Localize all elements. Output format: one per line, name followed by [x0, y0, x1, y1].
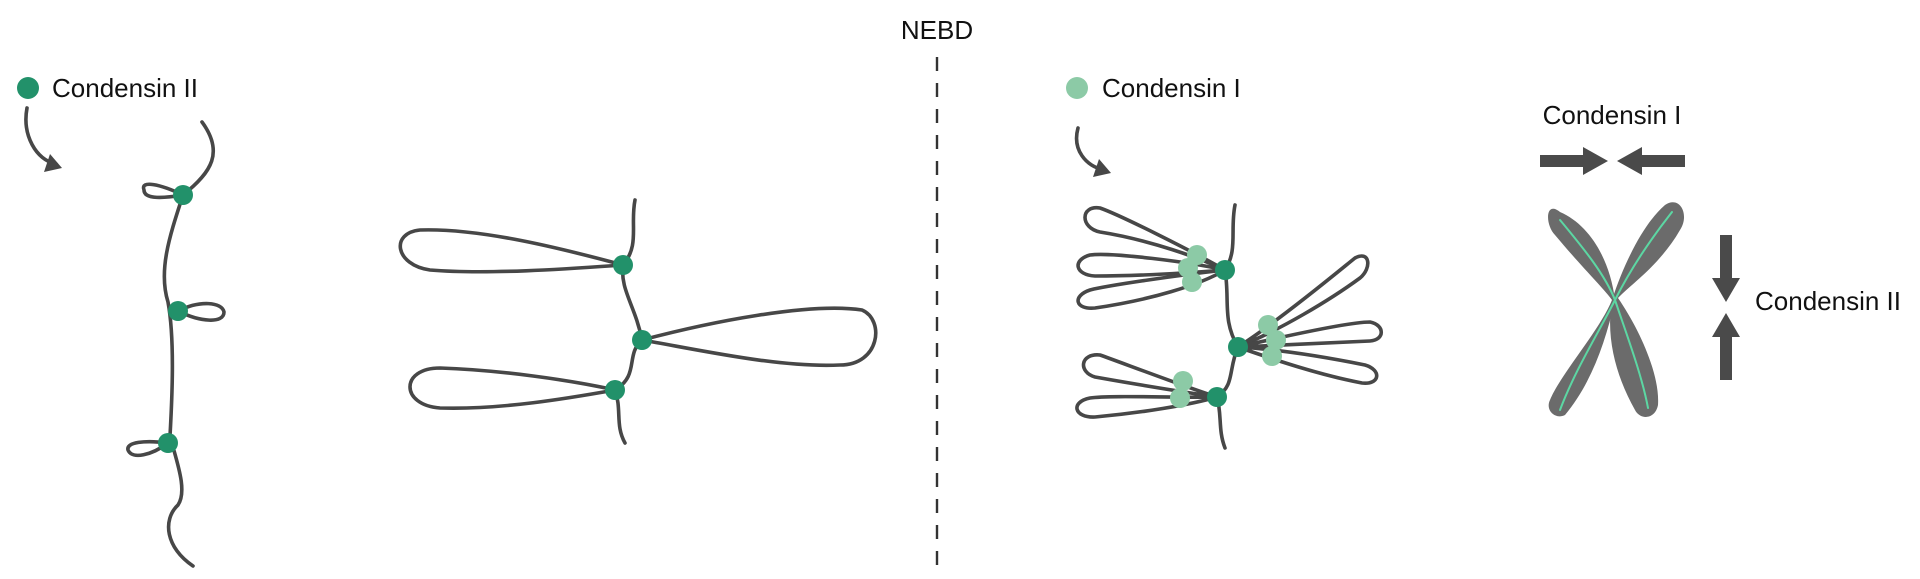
- condensin2-dot: [1215, 260, 1235, 280]
- chromatin-loop: [176, 301, 226, 322]
- chromatid: [1548, 208, 1615, 417]
- chromatid: [1610, 202, 1685, 417]
- arrow-left-icon: [1617, 147, 1642, 175]
- chromatin-loop: [1236, 345, 1379, 385]
- chromatin-fiber: [613, 198, 644, 445]
- condensin2-dot: [168, 301, 188, 321]
- stage2-chromatin: [398, 198, 878, 445]
- arrow-shaft: [1540, 155, 1585, 167]
- chromatin-loop: [1081, 353, 1219, 399]
- chromatin-fiber: [1215, 203, 1240, 450]
- condensin2-legend-dot: [17, 77, 39, 99]
- condensin2-dot: [173, 185, 193, 205]
- condensin1-dot: [1173, 371, 1193, 391]
- legend-condensin2: Condensin II: [17, 73, 198, 103]
- condensin1-dot: [1182, 272, 1202, 292]
- legend-condensin1: Condensin I: [1066, 73, 1241, 103]
- chromatin-loop: [126, 439, 170, 458]
- arrow-right-icon: [1583, 147, 1608, 175]
- curved-arrow-head-icon: [1093, 159, 1111, 177]
- chromatid-axis: [1559, 211, 1673, 411]
- chromatin-loop: [640, 306, 878, 368]
- chromatin-loop: [1236, 254, 1370, 349]
- condensin2-dot: [1207, 387, 1227, 407]
- condensin2-dot: [613, 255, 633, 275]
- chromatin-loop: [1075, 394, 1219, 419]
- force-condensin1-label: Condensin I: [1543, 100, 1682, 130]
- horizontal-compression-arrows: [1540, 147, 1685, 175]
- arrow-shaft: [1720, 335, 1732, 380]
- vertical-compression-arrows: [1712, 235, 1740, 380]
- chromatin-loop: [141, 182, 185, 200]
- condensin1-dot: [1262, 346, 1282, 366]
- legend-condensin1-label: Condensin I: [1102, 73, 1241, 103]
- condensin1-legend-dot: [1066, 77, 1088, 99]
- condensin2-dot: [1228, 337, 1248, 357]
- curved-arrow-icon: [24, 106, 58, 166]
- condensin1-dot: [1170, 388, 1190, 408]
- stage3-chromatin: [1075, 203, 1384, 450]
- arrow-shaft: [1640, 155, 1685, 167]
- chromatin-loop: [398, 228, 625, 274]
- chromatin-loop: [1076, 252, 1227, 278]
- force-condensin2-label: Condensin II: [1755, 286, 1901, 316]
- chromatin-loop: [1236, 320, 1384, 349]
- chromatin-loop: [408, 366, 617, 411]
- stage1-chromatin: [126, 120, 226, 568]
- condensin2-dot: [158, 433, 178, 453]
- nebd-label: NEBD: [901, 15, 973, 45]
- arrow-shaft: [1720, 235, 1732, 280]
- arrow-up-icon: [1712, 313, 1740, 337]
- mitotic-chromosome: [1548, 202, 1685, 417]
- arrow-down-icon: [1712, 278, 1740, 302]
- condensin1-dot: [1258, 315, 1278, 335]
- curved-arrow-head-icon: [44, 154, 62, 172]
- condensin2-dot: [632, 330, 652, 350]
- chromatin-loop: [1083, 206, 1227, 272]
- condensin1-dot: [1266, 330, 1286, 350]
- chromatin-loop: [1076, 268, 1227, 310]
- condensin2-dot: [605, 380, 625, 400]
- legend-condensin2-label: Condensin II: [52, 73, 198, 103]
